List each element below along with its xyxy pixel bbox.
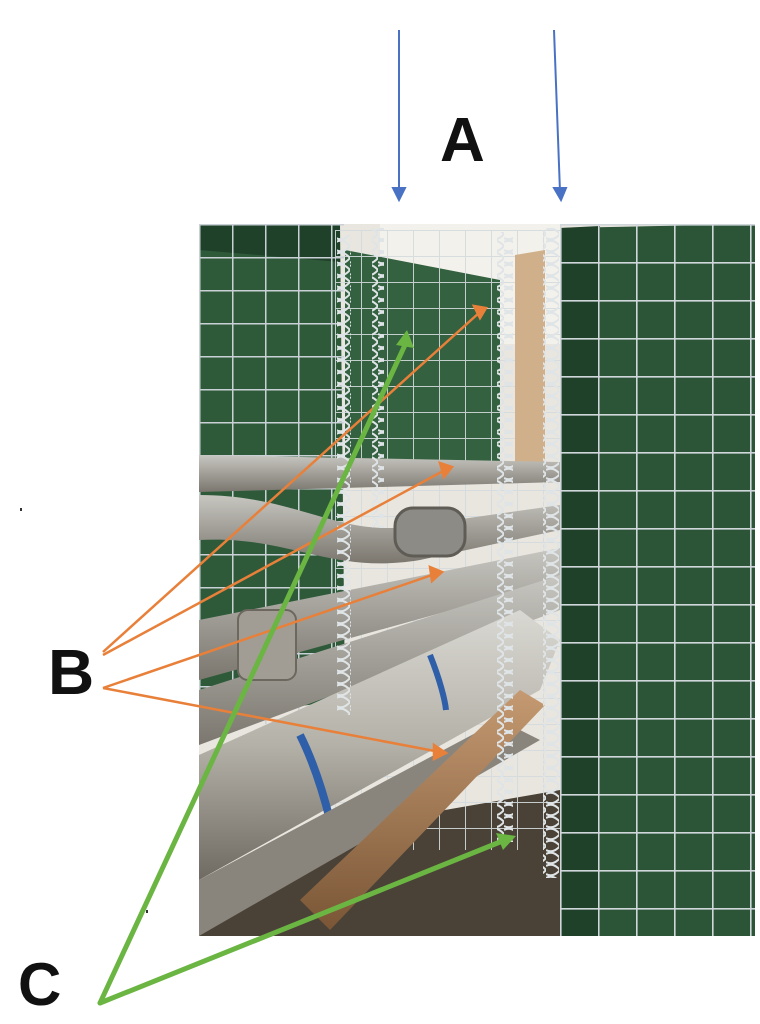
arrow-c-1-head — [396, 330, 414, 348]
label-c: C — [18, 951, 62, 1018]
arrow-b-1-head — [471, 304, 489, 321]
spring-coil-icon — [497, 232, 513, 842]
pipe-curved — [199, 495, 560, 564]
label-a: A — [440, 106, 485, 175]
arrow-c-2 — [97, 837, 508, 1006]
annotation-arrows-a — [391, 29, 568, 203]
arrow-b-4-head — [432, 742, 449, 762]
spring-coil-icon — [372, 228, 384, 528]
pipe-lower — [199, 575, 560, 745]
arrow-c-2-head — [496, 833, 516, 850]
label-b: B — [48, 636, 95, 708]
stray-mark — [146, 910, 148, 913]
arrow-a-left-head — [391, 187, 407, 203]
far-wooden-post — [515, 250, 545, 480]
pipe-rust — [300, 690, 545, 930]
arrow-b-3 — [102, 572, 436, 690]
annotation-arrows-b — [102, 304, 489, 762]
pipe-fitting-oval — [393, 506, 467, 558]
blue-strap — [427, 653, 449, 711]
arrow-b-2-head — [438, 461, 455, 480]
arrow-a-right-head — [552, 187, 568, 203]
arrow-b-1 — [102, 311, 481, 653]
arrow-b-3-head — [428, 565, 445, 584]
right-mesh — [560, 224, 755, 936]
spring-coil-icon — [543, 228, 559, 878]
arrow-b-2 — [102, 468, 446, 657]
stray-mark — [20, 508, 22, 511]
arrow-a-right — [553, 29, 561, 193]
photograph — [199, 224, 755, 936]
arrow-b-4 — [102, 686, 441, 754]
pipe-bundle — [199, 455, 560, 936]
arrow-c-1 — [97, 342, 408, 1006]
annotation-arrows-c — [97, 330, 516, 1006]
pipe-large — [199, 610, 560, 880]
